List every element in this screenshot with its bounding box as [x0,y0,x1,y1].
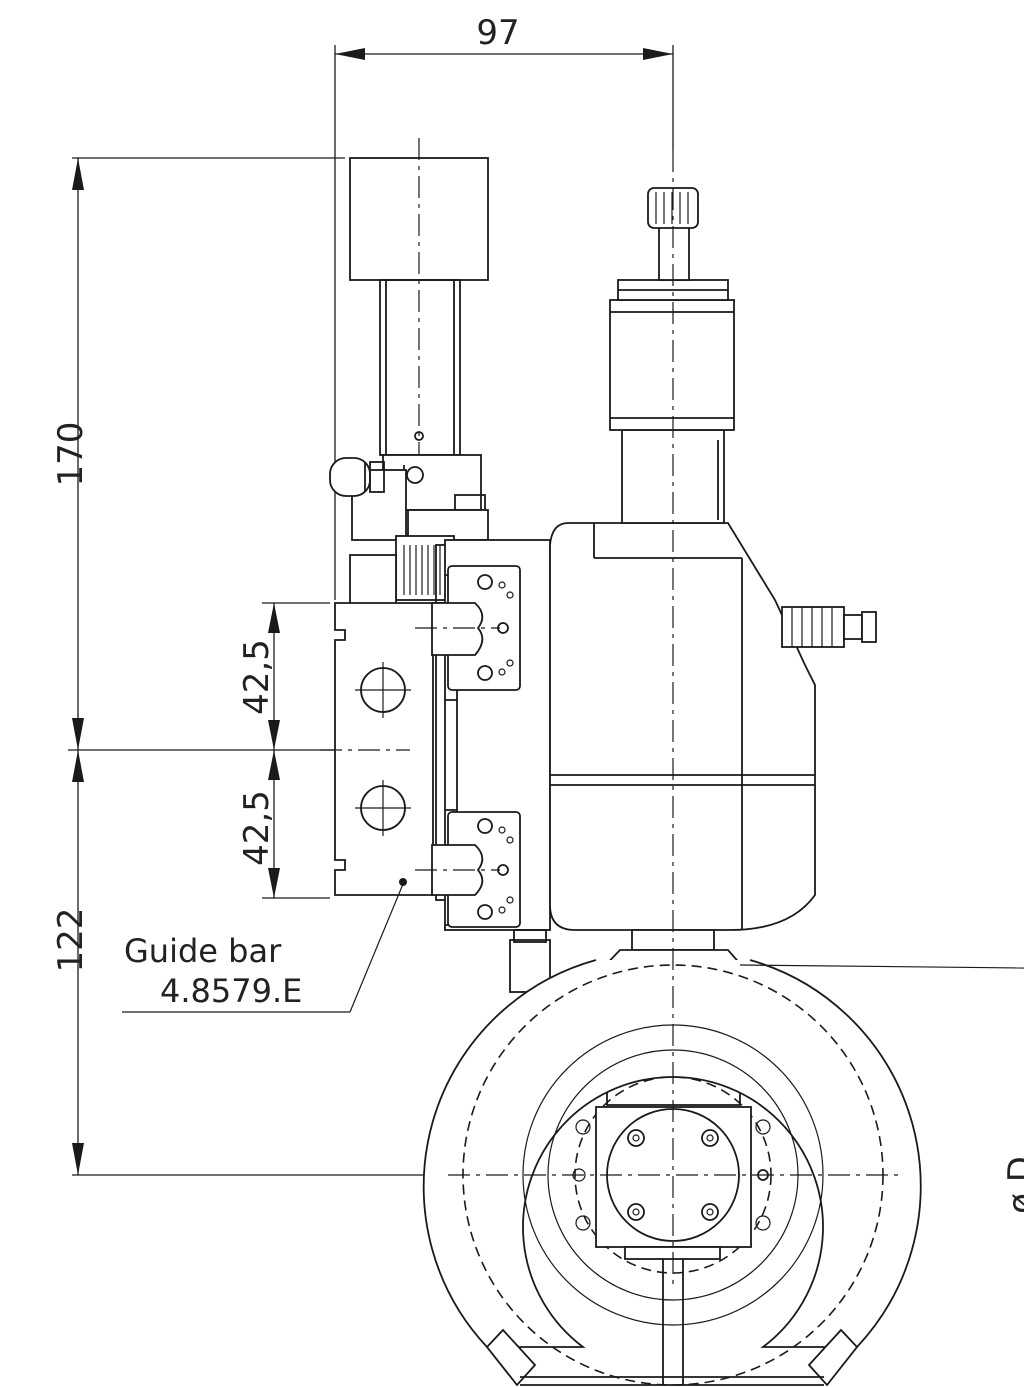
guide-bar-callout: Guide bar 4.8579.E [122,883,404,1013]
dimension-122: 122 [51,750,445,1176]
dimension-170-text: 170 [51,422,91,487]
dimension-97: 97 [334,13,674,600]
lower-hole [355,780,411,836]
top-adjuster [609,187,735,524]
wheel-assembly [422,959,922,1387]
main-housing [509,522,877,993]
guide-bar-label: Guide bar [124,932,282,970]
dimension-97-text: 97 [476,13,519,53]
hose-fitting [781,606,877,648]
dimension-122-text: 122 [51,908,91,973]
dimension-42-5-lower-text: 42,5 [237,790,277,866]
dimension-42-5-upper-text: 42,5 [237,639,277,715]
upper-hole [355,662,411,718]
gear-teeth [403,545,447,595]
carriage [415,539,551,931]
center-lines [448,150,1024,1290]
guide-bar-part-number: 4.8579.E [160,972,302,1010]
left-tower [329,138,489,606]
dimension-42-5: 42,5 42,5 [237,602,330,899]
diameter-label: ø D [1001,1156,1024,1214]
